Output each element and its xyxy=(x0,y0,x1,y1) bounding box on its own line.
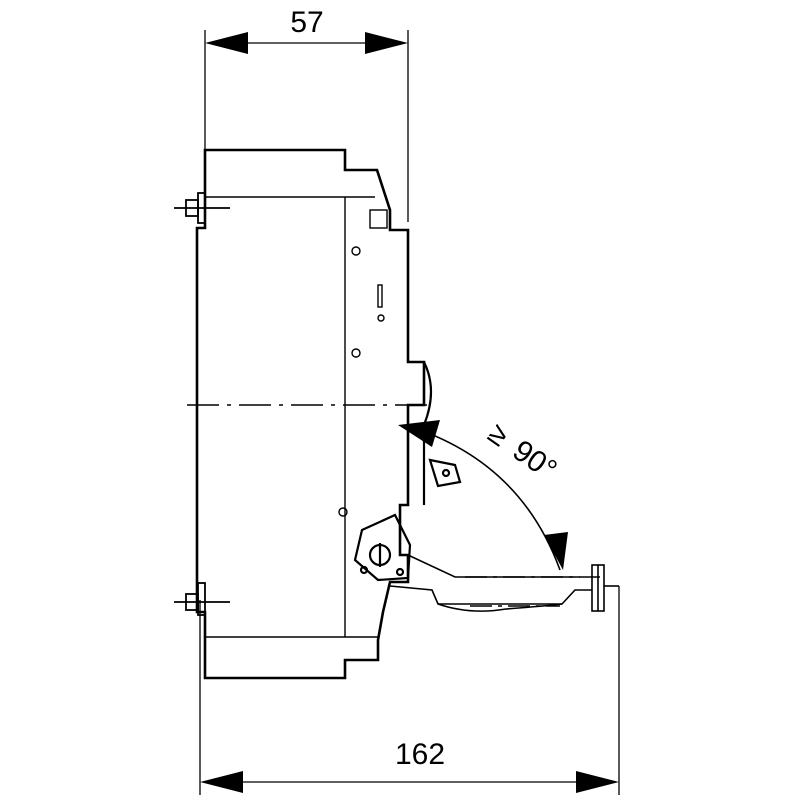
angle-label-group: ≥ 90° xyxy=(482,417,563,487)
dimension-label-bottom: 162 xyxy=(395,738,445,771)
lever-pivot xyxy=(441,468,451,478)
screw-plate-top xyxy=(197,192,206,224)
handle-lever xyxy=(428,458,462,488)
handle-open-lower xyxy=(389,585,592,605)
dimension-label-top: 57 xyxy=(290,6,323,39)
pivot-dot-2 xyxy=(395,567,405,577)
arrow-right-icon xyxy=(365,32,408,54)
arrow-right-bottom-icon xyxy=(576,771,619,793)
angle-prefix-label: ≥ xyxy=(482,417,514,453)
hole-4 xyxy=(338,507,348,517)
slot xyxy=(377,284,383,308)
handle-open-upper xyxy=(407,554,580,578)
pivot-dot-1 xyxy=(359,565,369,575)
inner-details xyxy=(205,196,388,638)
dimension-bottom: 162 xyxy=(199,586,620,795)
screw-plate-bottom xyxy=(197,582,206,616)
housing-outline xyxy=(195,148,426,680)
handle-open-position xyxy=(389,554,619,612)
angle-arrow-top-icon xyxy=(398,420,440,447)
handle-mechanism xyxy=(353,361,462,582)
mounting-screw-top xyxy=(174,192,230,224)
arrow-left-icon xyxy=(205,32,248,54)
hole-1 xyxy=(351,246,361,256)
angle-value-label: 90° xyxy=(507,434,563,487)
breaker-housing xyxy=(195,148,426,680)
hole-3 xyxy=(377,314,385,322)
pivot-block xyxy=(353,513,412,582)
top-notch xyxy=(369,209,388,229)
dimension-top: 57 xyxy=(204,6,409,222)
mounting-screw-bottom xyxy=(174,582,230,616)
angle-arrow-bottom-icon xyxy=(544,532,568,570)
arrow-left-bottom-icon xyxy=(200,771,243,793)
hole-2 xyxy=(351,348,361,358)
handle-open-curve xyxy=(437,603,563,612)
handle-curve xyxy=(422,361,433,426)
